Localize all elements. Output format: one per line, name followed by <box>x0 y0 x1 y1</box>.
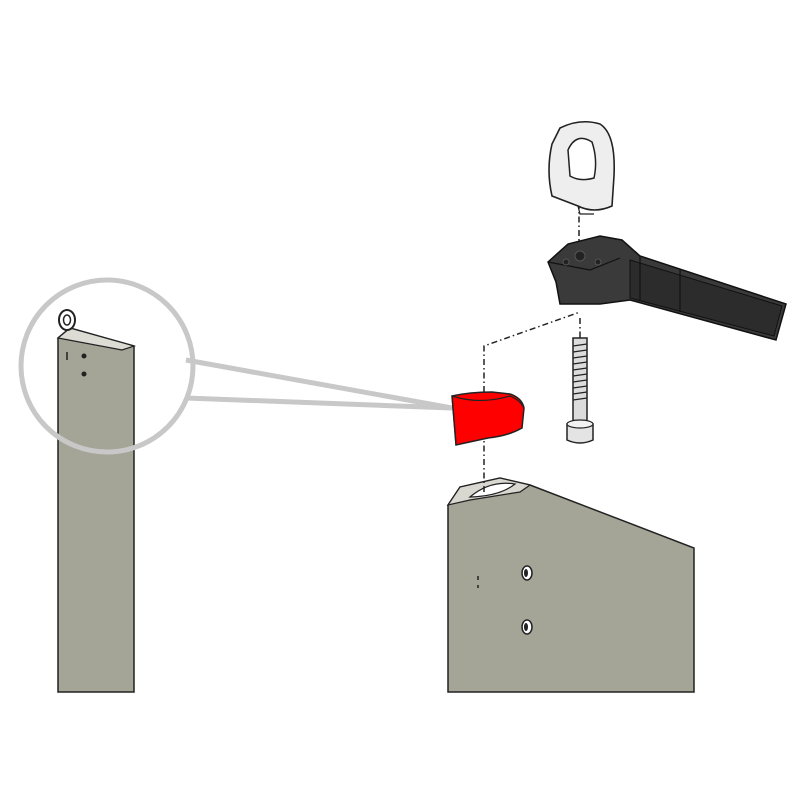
post-top-socket <box>468 482 517 498</box>
wedge-insert <box>451 391 525 446</box>
assembly-lines <box>483 203 581 492</box>
callout-magnifier <box>18 277 455 455</box>
wedge-icon <box>451 391 525 446</box>
post-overview-top <box>56 327 137 351</box>
socket-bolt <box>566 337 594 444</box>
post-top <box>446 477 695 693</box>
post-overview-hole <box>81 371 87 377</box>
callout-ring <box>18 277 196 455</box>
bracket-hole <box>574 250 586 262</box>
assembly-line-wedge-upper <box>483 311 581 392</box>
eye-ring <box>548 120 616 215</box>
post-overview-body <box>57 327 135 693</box>
post-overview <box>56 309 137 693</box>
post-top-body <box>447 477 695 693</box>
lifting-eye-hole <box>567 137 597 181</box>
hinge-bracket <box>547 235 787 341</box>
post-overview-hole <box>81 353 87 359</box>
bolt-head <box>566 423 594 444</box>
callout-pointer <box>185 357 455 411</box>
